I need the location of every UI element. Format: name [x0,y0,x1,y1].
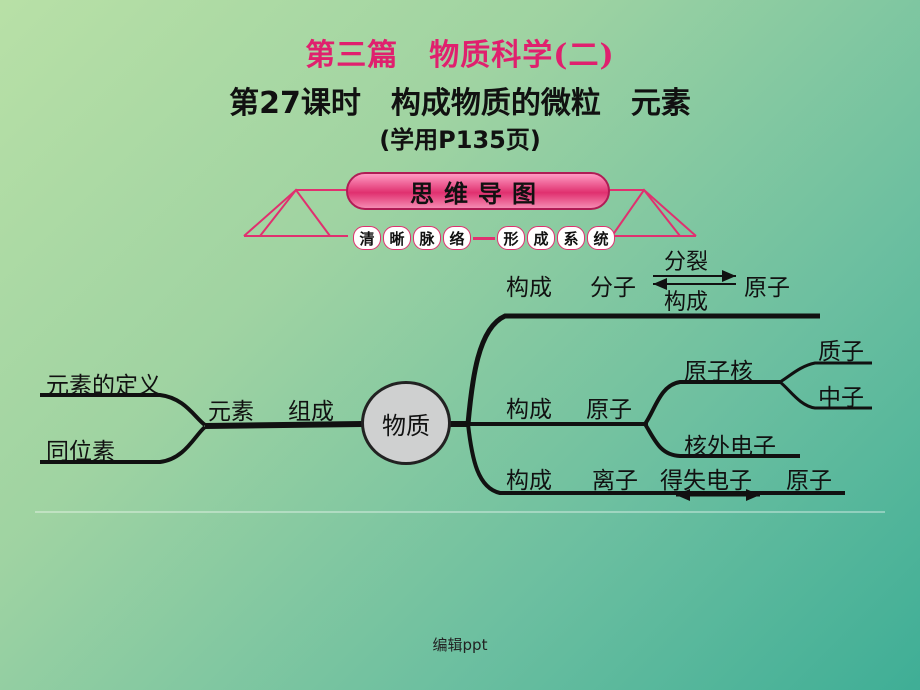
banner-divider [473,236,495,240]
footer-text: 编辑ppt [432,636,488,654]
arrow-label-compose: 构成 [664,290,709,315]
page-title: 第三篇 物质科学(二) [305,38,615,73]
trunk-left [204,421,363,429]
label-compose: 组成 [288,399,334,425]
arrow-head-right-ion [746,489,760,501]
node-atom-from-ion: 原子 [786,468,832,494]
banner-char: 统 [587,226,615,250]
center-node-label: 物质 [382,411,430,440]
banner-char: 成 [527,226,555,250]
banner-char: 系 [557,226,585,250]
banner-title-pill: 思维导图 [346,172,610,210]
node-proton: 质子 [818,339,864,365]
label-constitute-1: 构成 [506,275,552,301]
banner-char: 清 [353,226,381,250]
branch-line-ion [466,423,845,495]
arrow-head-left-ion [676,489,690,501]
banner-char: 脉 [413,226,441,250]
branch-line-molecule [465,313,820,425]
banner-title: 思维导图 [410,178,546,208]
leaf-isotope: 同位素 [46,439,115,465]
arrow-label-split: 分裂 [664,250,709,275]
page-reference: (学用P135页) [379,126,541,154]
lesson-title: 第27课时 构成物质的微粒 元素 [229,86,691,121]
label-element: 元素 [208,399,254,425]
node-electrons: 核外电子 [684,434,776,460]
banner-subtitle-row: 清 晰 脉 络 形 成 系 统 [353,226,615,250]
branch-line-definition [40,393,207,427]
node-atom: 原子 [586,397,632,423]
branch-line-nucleus [643,380,780,426]
node-molecule: 分子 [590,275,636,301]
banner-char: 晰 [383,226,411,250]
node-atom-from-molecule: 原子 [744,275,790,301]
label-constitute-3: 构成 [506,468,552,494]
node-neutron: 中子 [818,385,864,411]
branch-line-electrons [643,422,800,458]
label-constitute-2: 构成 [506,397,552,423]
banner-char: 形 [497,226,525,250]
arrow-head-right [722,270,736,282]
branch-line-proton [779,361,872,384]
branch-line-neutron [779,380,872,410]
node-nucleus: 原子核 [684,359,753,385]
leaf-element-definition: 元素的定义 [46,373,161,399]
label-gain-lose-electrons: 得失电子 [660,468,752,494]
banner-char: 络 [443,226,471,250]
branch-line-isotope [40,425,207,464]
node-ion: 离子 [592,468,638,494]
arrow-head-left [653,278,667,290]
center-node-matter: 物质 [361,381,451,465]
banner-frame [243,188,697,237]
mindmap-banner: 思维导图 清 晰 脉 络 形 成 系 统 [240,168,700,258]
